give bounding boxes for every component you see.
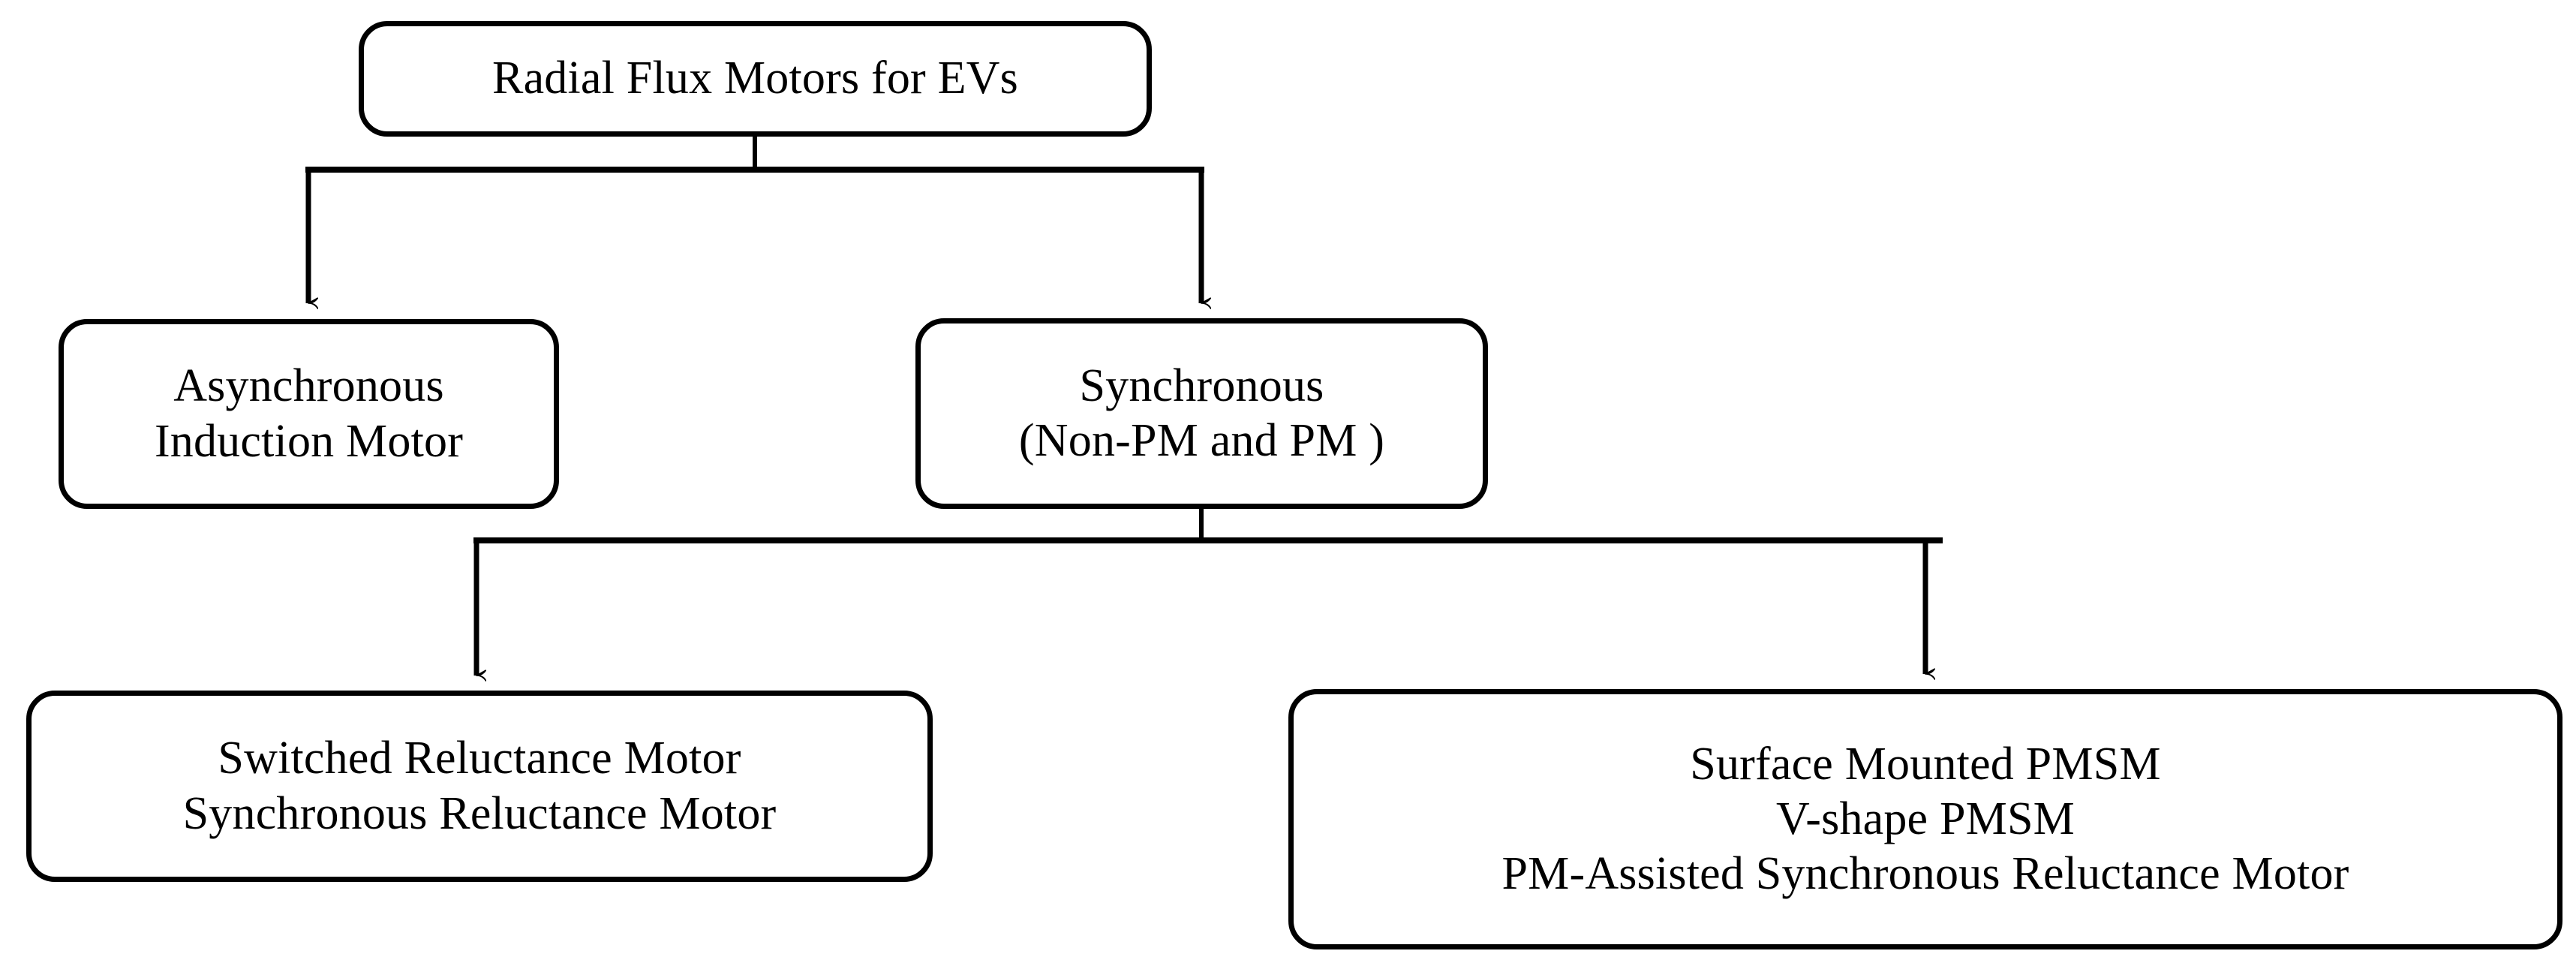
node-radial-flux-motors-for-evs[interactable]: Radial Flux Motors for EVs [359,21,1152,137]
node-synchronous-non-pm-and-pm[interactable]: Synchronous (Non-PM and PM ) [915,318,1488,509]
node-asynchronous-induction-motor[interactable]: Asynchronous Induction Motor [59,319,559,509]
node-reluctance-line-2: Synchronous Reluctance Motor [182,787,777,839]
node-pmsm-line-1: Surface Mounted PMSM [1690,738,2161,790]
node-synchronous-line-2: (Non-PM and PM ) [1018,415,1385,466]
node-asynchronous-line-2: Induction Motor [154,415,464,467]
node-reluctance-motors[interactable]: Switched Reluctance Motor Synchronous Re… [26,691,933,882]
node-synchronous-line-1: Synchronous [1079,360,1324,411]
node-pmsm-line-2: V-shape PMSM [1775,793,2075,844]
node-asynchronous-line-1: Asynchronous [173,360,444,412]
node-pmsm-line-3: PM-Assisted Synchronous Reluctance Motor [1501,848,2349,900]
edge-root-to-level2 [305,137,1201,303]
node-reluctance-line-1: Switched Reluctance Motor [218,733,741,784]
node-pmsm-types[interactable]: Surface Mounted PMSM V-shape PMSM PM-Ass… [1288,689,2562,949]
edge-synchronous-to-level3 [473,509,1943,676]
node-root-line-1: Radial Flux Motors for EVs [492,53,1018,104]
